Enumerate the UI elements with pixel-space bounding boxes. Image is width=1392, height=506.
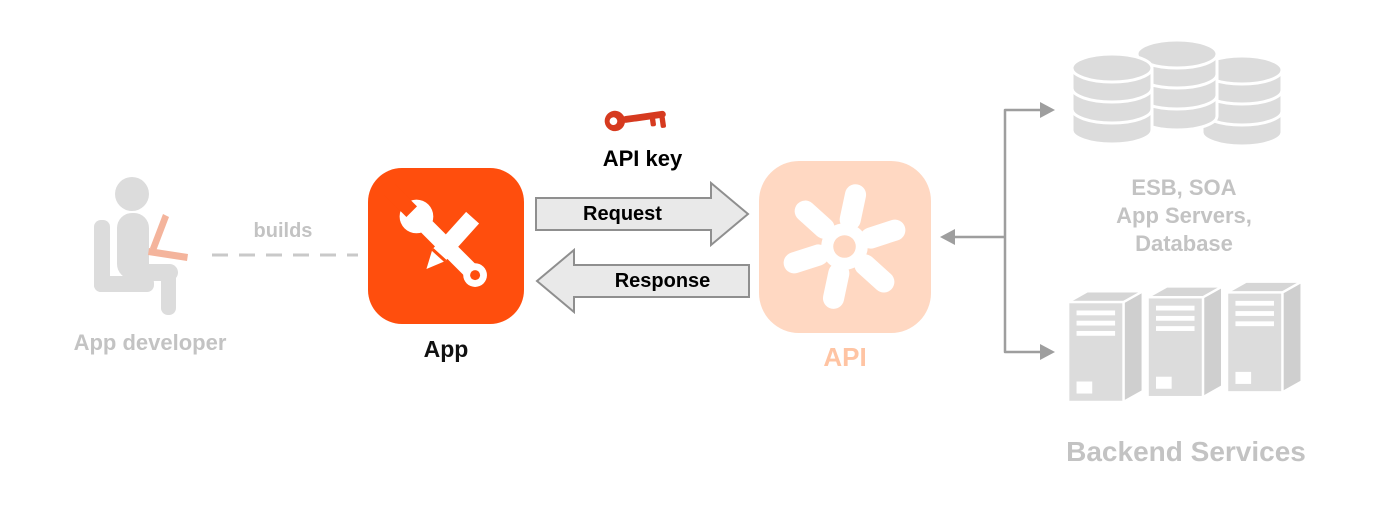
left-block-arrow: [535, 248, 750, 314]
app-node-label: App: [423, 336, 469, 362]
server-tower: [1142, 284, 1227, 400]
database-cylinder: [1200, 54, 1284, 148]
key-tooth: [659, 116, 666, 128]
database-cylinders-icon: [1072, 40, 1284, 148]
server-tower: [1222, 279, 1303, 395]
laptop-base: [148, 248, 188, 261]
arrowhead-to-esb: [1040, 102, 1055, 118]
esb-soa-label: ESB, SOA App Servers, Database: [1116, 175, 1252, 256]
response-arrow: Response: [535, 248, 750, 314]
api-node-label: API: [823, 342, 867, 372]
arrowhead-to-backend: [1040, 344, 1055, 360]
wrench-icon: [383, 183, 487, 287]
app-node-icon: [368, 168, 524, 324]
key-shaft: [622, 110, 666, 123]
right-block-arrow: [535, 181, 750, 247]
person-torso: [117, 213, 149, 279]
backend-branch-line: [1003, 108, 1040, 354]
laptop-screen: [150, 214, 169, 251]
database-cylinder: [1135, 40, 1219, 132]
request-label: Request: [583, 202, 662, 225]
chair-back: [94, 220, 110, 292]
server-tower: [1068, 289, 1148, 405]
app-developer-label: App developer: [73, 330, 227, 355]
server-towers-icon: [1068, 279, 1303, 405]
request-arrow: Request: [535, 181, 750, 247]
backend-services-label: Backend Services: [1066, 436, 1306, 467]
key-hole: [609, 117, 618, 126]
api-node-icon: [759, 161, 931, 333]
app-developer-icon: [94, 177, 188, 315]
wrench-and-pencil-icon: [383, 183, 487, 287]
laptop-icon: [148, 214, 188, 261]
key-tooth: [649, 117, 656, 127]
builds-edge-label: builds: [253, 220, 313, 242]
person-silhouette: [94, 177, 178, 315]
arrowhead-to-api: [940, 229, 955, 245]
database-cylinder: [1072, 52, 1154, 146]
api-key-icon: [604, 110, 666, 132]
person-head: [115, 177, 149, 211]
pencil-icon: [426, 211, 479, 269]
pinwheel-gear-icon: [784, 184, 906, 310]
api-key-label: API key: [602, 146, 683, 171]
pinwheel-blades: [784, 184, 906, 310]
response-label: Response: [614, 269, 711, 292]
pinwheel-hub-hole: [833, 235, 857, 259]
person-shin: [161, 268, 176, 315]
